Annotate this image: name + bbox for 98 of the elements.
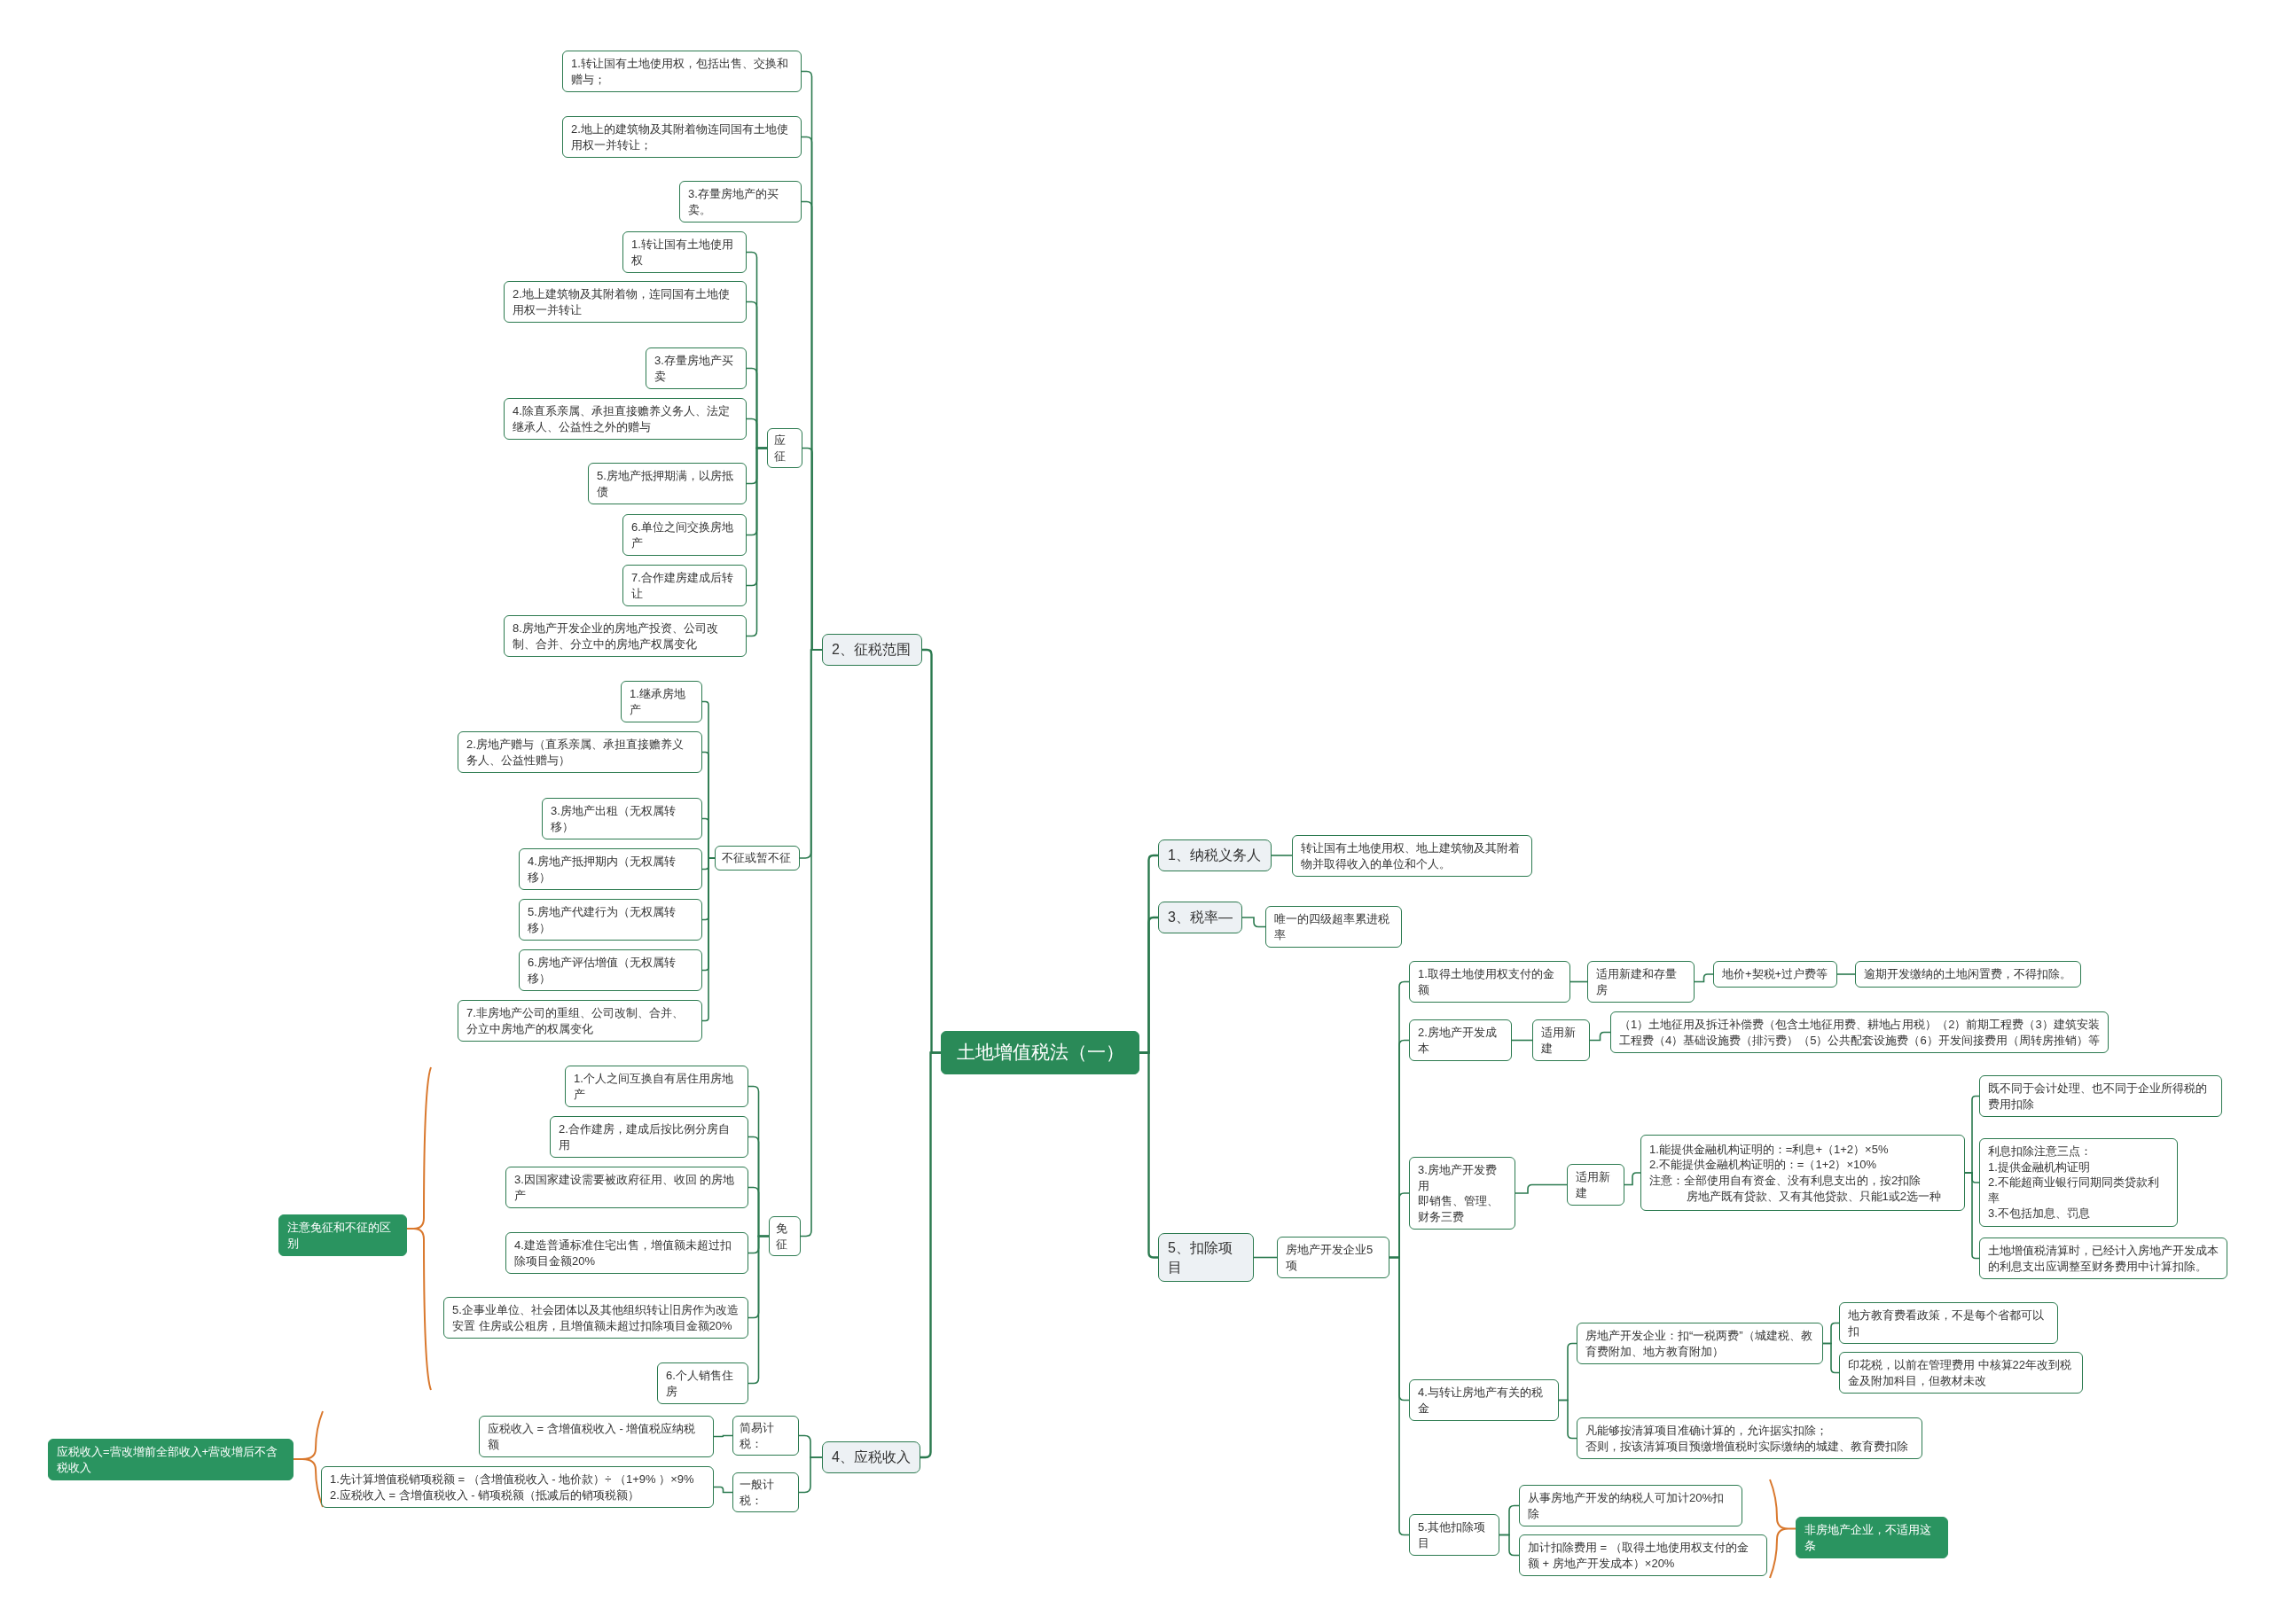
topic-box: 3.因国家建设需要被政府征用、收回 的房地产 (505, 1167, 748, 1209)
connector-line (798, 1456, 823, 1494)
text-line: 凡能够按清算项目准确计算的，允许据实扣除； (1585, 1423, 1828, 1439)
topic-box: 4.建造普通标准住宅出售，增值额未超过扣除项目金额20% (505, 1232, 748, 1275)
topic-box: 地价+契税+过户费等 (1713, 961, 1837, 988)
topic-box: 应征 (767, 428, 802, 469)
connector-line (1964, 1172, 1980, 1260)
connector-line (1241, 917, 1266, 928)
topic-box: 2.房地产赠与（直系亲属、承担直接赡养义务人、公益性赠与） (458, 731, 702, 774)
connector-line (713, 1486, 733, 1494)
topic-box: 1.个人之间互换自有居住用房地产 (565, 1066, 748, 1108)
topic-box: 一般计税： (732, 1472, 799, 1513)
topic-box: 适用新建 (1532, 1019, 1590, 1062)
topic-box: 既不同于会计处理、也不同于企业所得税的费用扣除 (1979, 1075, 2222, 1118)
topic-box: 8.房地产开发企业的房地产投资、公司改制、合并、分立中的房地产权属变化 (504, 615, 747, 658)
topic-box: 逾期开发缴纳的土地闲置费，不得扣除。 (1855, 961, 2081, 988)
topic-box: 房地产开发企业：扣“一税两费”（城建税、教育费附加、地方教育附加） (1577, 1323, 1823, 1365)
text-line: 2.不能超商业银行同期同类贷款利率 (1988, 1175, 2160, 1206)
text-line: 注意：全部使用自有资金、没有利息支出的，按2扣除 (1649, 1173, 1922, 1189)
topic-box: 应税收入 = 含增值税收入 - 增值税应纳税额 (479, 1416, 714, 1458)
text-line: 即销售、管理、财务三费 (1418, 1193, 1499, 1225)
topic-box: 6.个人销售住房 (657, 1362, 748, 1405)
branch-topic: 5、扣除项目 (1158, 1233, 1254, 1283)
summary-box: 注意免征和不征的区别 (278, 1214, 407, 1257)
topic-box: 简易计税： (732, 1416, 799, 1456)
text-line: 1.能提供金融机构证明的：=利息+（1+2）×5% (1649, 1141, 1890, 1158)
topic-box: 5.房地产代建行为（无权属转移） (519, 899, 702, 941)
connector-line (1558, 1399, 1577, 1440)
branch-topic: 1、纳税义务人 (1158, 839, 1272, 871)
text-line: 1.提供金融机构证明 (1988, 1159, 2091, 1175)
text-line: 房地产既有贷款、又有其他贷款、只能1或2选一种 (1685, 1188, 1943, 1205)
topic-box (321, 1466, 714, 1509)
topic-box: 3.存量房地产的买卖。 (679, 181, 802, 223)
branch-topic: 3、税率— (1158, 902, 1242, 933)
topic-box: 5.其他扣除项目 (1409, 1514, 1499, 1557)
topic-box: 4.与转让房地产有关的税金 (1409, 1379, 1559, 1422)
connector-line (1624, 1172, 1641, 1186)
topic-box: 5.企事业单位、社会团体以及其他组织转让旧房作为改造安置 住房或公租房，且增值额未超过扣除项目金额20% (443, 1297, 748, 1339)
topic-box: 加计扣除费用 = （取得土地使用权支付的金额 + 房地产开发成本）×20% (1519, 1534, 1767, 1577)
summary-box: 非房地产企业，不适用这条 (1796, 1517, 1948, 1559)
text-line: 2.应税收入 = 含增值税收入 - 销项税额（抵减后的销项税额） (330, 1487, 641, 1503)
text-line: 3.不包括加息、罚息 (1988, 1206, 2091, 1222)
topic-box: 6.房地产评估增值（无权属转移） (519, 949, 702, 992)
connector-line (1389, 1256, 1410, 1536)
topic-box: 从事房地产开发的纳税人可加计20%扣除 (1519, 1485, 1742, 1527)
text-line: 2.不能提供金融机构证明的：=（1+2）×10% (1649, 1157, 1878, 1173)
topic-box: 4.房地产抵押期内（无权属转移） (519, 848, 702, 891)
topic-box: 印花税，以前在管理费用 中核算22年改到税金及附加科目，但教材未改 (1839, 1352, 2083, 1394)
connector-line (1569, 980, 1588, 983)
text-line: 利息扣除注意三点： (1988, 1144, 2093, 1159)
topic-box: 3.存量房地产买卖 (646, 347, 747, 390)
text-line: 否则，按该清算项目预缴增值税时实际缴纳的城建、教育费扣除 (1585, 1438, 1909, 1455)
topic-box (1640, 1135, 1965, 1211)
connector-line (1139, 1051, 1158, 1259)
topic-box: 1.转让国有土地使用权，包括出售、交换和赠与； (562, 51, 802, 93)
text-line: 3.房地产开发费用 (1418, 1162, 1498, 1194)
topic-box: 6.单位之间交换房地产 (622, 514, 747, 557)
topic-box: 1.取得土地使用权支付的金额 (1409, 961, 1570, 1003)
connector-line (1271, 855, 1293, 856)
topic-box: 7.非房地产公司的重组、公司改制、合并、分立中房地产的权属变化 (458, 1000, 702, 1042)
topic-box: 1.转让国有土地使用权 (622, 231, 747, 274)
topic-box: 房地产开发企业5项 (1277, 1237, 1389, 1279)
topic-box: 地方教育费看政策，不是每个省都可以扣 (1839, 1302, 2058, 1345)
central-topic: 土地增值税法（一） (941, 1031, 1139, 1074)
topic-box (1979, 1138, 2178, 1227)
text-line: 1.先计算增值税销项税额 = （含增值税收入 - 地价款）÷ （1+9% ）×9% (330, 1472, 695, 1487)
connector-line (1253, 1256, 1278, 1259)
topic-box: 不征或暂不征 (715, 846, 800, 871)
connector-line (1515, 1183, 1568, 1194)
topic-box: 2.房地产开发成本 (1409, 1019, 1512, 1062)
connector-line (1694, 973, 1714, 983)
topic-box: 1.继承房地产 (621, 681, 702, 723)
topic-box: 土地增值税清算时，已经计入房地产开发成本的利息支出应调整至财务费用中计算扣除。 (1979, 1238, 2227, 1280)
topic-box (1577, 1417, 1922, 1460)
topic-box: 3.房地产出租（无权属转移） (542, 798, 702, 840)
topic-box: 5.房地产抵押期满，以房抵债 (588, 463, 747, 505)
connector-line (713, 1434, 733, 1438)
connector-line (1511, 1039, 1533, 1042)
connector-line (701, 857, 716, 1022)
connector-line (1499, 1534, 1520, 1557)
summary-box: 应税收入=营改增前全部收入+营改增后不含税收入 (48, 1439, 294, 1481)
topic-box: 转让国有土地使用权、地上建筑物及其附着物并取得收入的单位和个人。 (1292, 835, 1532, 878)
topic-box: 免征 (769, 1216, 801, 1257)
topic-box: 2.地上的建筑物及其附着物连同国有土地使用权一并转让； (562, 116, 802, 159)
topic-box: （1）土地征用及拆迁补偿费（包含土地征用费、耕地占用税）（2）前期工程费（3）建筑安装工程费（4）基础设施费（排污费）（5）公共配套设施费（6）开发间接费用（周转房推销）等 (1610, 1011, 2109, 1054)
topic-box: 唯一的四级超率累进税率 (1265, 906, 1402, 949)
connector-line (1822, 1342, 1840, 1374)
connector-line (1836, 973, 1856, 975)
topic-box: 4.除直系亲属、承担直接赡养义务人、法定继承人、公益性之外的赠与 (504, 398, 747, 441)
connector-line (1589, 1031, 1611, 1042)
topic-box (1409, 1157, 1515, 1230)
topic-box: 适用新建和存量房 (1587, 961, 1695, 1003)
topic-box: 2.合作建房，建成后按比例分房自用 (550, 1116, 748, 1159)
branch-topic: 4、应税收入 (822, 1441, 920, 1473)
branch-topic: 2、征税范围 (822, 634, 922, 666)
topic-box: 适用新建 (1567, 1164, 1624, 1206)
topic-box: 2.地上建筑物及其附着物，连同国有土地使用权一并转让 (504, 281, 747, 324)
topic-box: 7.合作建房建成后转让 (622, 565, 747, 607)
